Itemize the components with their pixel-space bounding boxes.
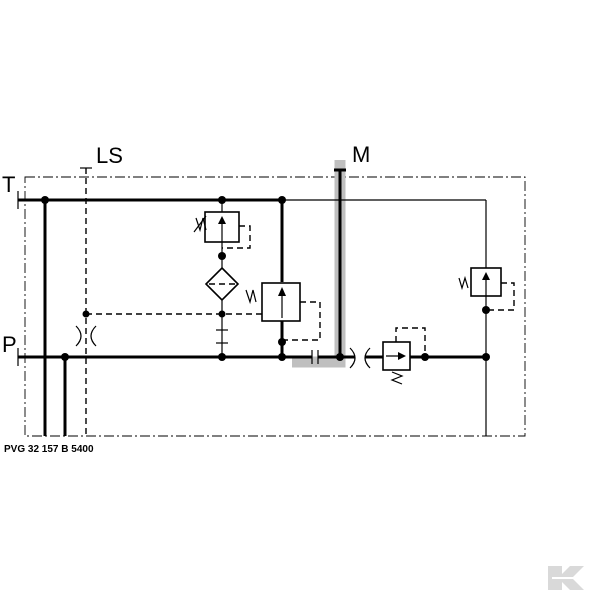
port-label-p: P [2,332,17,357]
relief-valve-right [458,267,515,436]
junction-dots [41,196,490,361]
relief-valve-top [193,211,251,249]
check-valve-right [382,327,426,385]
p-orifice-icon [349,347,371,369]
m-line-highlight [292,160,346,368]
vertical-connections-left [43,200,284,436]
kramp-logo-icon [548,566,590,590]
compensator-valve [245,282,321,341]
ls-orifice-icon [75,325,97,347]
port-label-t: T [2,172,15,197]
m-line [334,168,346,357]
part-code: PVG 32 157 B 5400 [4,444,94,455]
ls-check-marks [216,329,228,344]
p-line [17,348,486,366]
port-label-ls: LS [96,143,123,168]
filter-icon [204,266,240,302]
port-label-m: M [352,142,370,167]
module-boundary [24,176,526,437]
t-line [17,191,487,268]
ls-line [80,167,262,436]
